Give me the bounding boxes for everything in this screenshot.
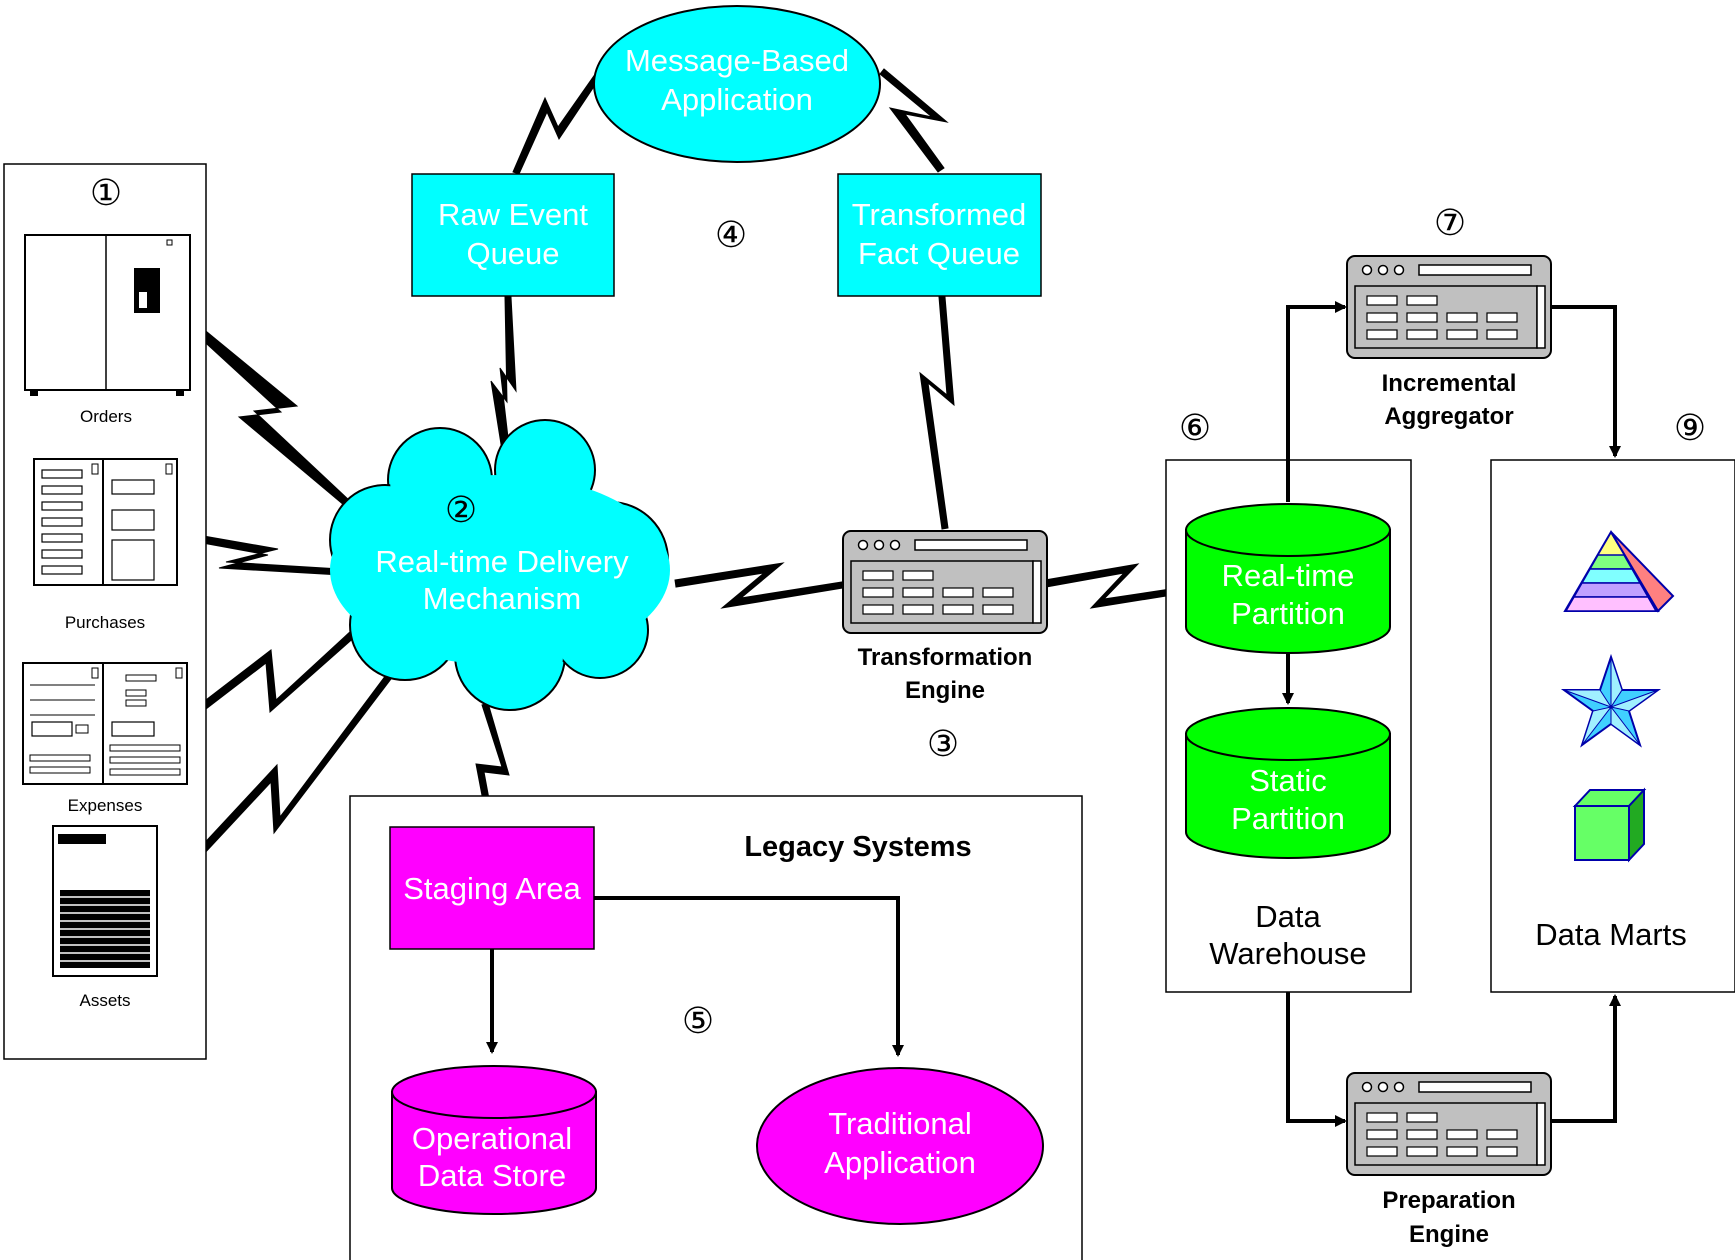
delivery-line1: Real-time Delivery [375, 544, 629, 579]
static-partition [1185, 707, 1391, 859]
delivery-line2: Mechanism [423, 581, 582, 616]
staging-area-label: Staging Area [403, 871, 581, 906]
transformation-engine-line2: Engine [905, 677, 985, 704]
warehouse-flow-arrows [1286, 301, 1621, 1127]
preparation-engine-line1: Preparation [1382, 1187, 1515, 1214]
pyramid-icon [1563, 530, 1675, 613]
ods-line2: Data Store [418, 1158, 566, 1193]
data-warehouse-line2: Warehouse [1209, 936, 1366, 971]
link-factqueue-messageapp [879, 68, 949, 173]
step-4-marker: ④ [715, 214, 747, 255]
traditional-application [756, 1067, 1044, 1225]
preparation-engine-line2: Engine [1409, 1221, 1489, 1248]
expenses-server-icon [22, 662, 188, 785]
link-orders-delivery [184, 317, 351, 507]
realtime-delivery-cloud-fill [330, 422, 670, 708]
transformation-engine-line1: Transformation [858, 644, 1033, 671]
step-2-marker: ② [445, 489, 477, 530]
incremental-aggregator-line1: Incremental [1382, 370, 1517, 397]
link-expenses-delivery [184, 629, 358, 723]
staging-area [389, 826, 595, 950]
transformation-engine-server-icon [842, 530, 1048, 634]
step-7-marker: ⑦ [1434, 202, 1466, 243]
incremental-aggregator-server-icon [1346, 255, 1552, 359]
legacy-flow-arrows [486, 896, 904, 1057]
link-factqueue-engine [919, 296, 955, 530]
purchases-server-icon [33, 458, 178, 586]
link-rawqueue-messageapp [512, 69, 604, 175]
raw-event-queue-line2: Queue [466, 236, 559, 271]
traditional-app-line1: Traditional [828, 1106, 972, 1141]
star-icon [1560, 653, 1662, 748]
step-1-marker: ① [90, 172, 122, 213]
realtime-partition [1185, 503, 1391, 654]
assets-server-icon [52, 825, 158, 977]
static-partition-line2: Partition [1231, 801, 1345, 836]
operational-data-store [391, 1065, 597, 1215]
purchases-label: Purchases [65, 613, 145, 632]
step-6-marker: ⑥ [1179, 407, 1211, 448]
traditional-app-line2: Application [824, 1145, 976, 1180]
static-partition-line1: Static [1249, 763, 1327, 798]
link-delivery-engine [674, 562, 844, 609]
raw-event-queue-line1: Raw Event [438, 197, 588, 232]
data-warehouse-line1: Data [1255, 899, 1321, 934]
orders-mainframe-icon [24, 234, 191, 396]
fact-queue-line1: Transformed [852, 197, 1027, 232]
incremental-aggregator-line2: Aggregator [1384, 403, 1513, 430]
cube-icon [1572, 787, 1647, 863]
raw-event-queue [411, 173, 615, 297]
preparation-engine-server-icon [1346, 1072, 1552, 1176]
realtime-partition-line1: Real-time [1222, 558, 1355, 593]
realtime-partition-line2: Partition [1231, 596, 1345, 631]
step-9-marker: ⑨ [1674, 407, 1706, 448]
step-3-marker: ③ [927, 723, 959, 764]
expenses-label: Expenses [68, 796, 143, 815]
transformed-fact-queue [837, 173, 1042, 297]
message-based-application [593, 5, 881, 163]
legacy-systems-title: Legacy Systems [744, 831, 971, 863]
link-engine-warehouse [1044, 563, 1186, 609]
message-app-line1: Message-Based [625, 43, 849, 78]
message-app-line2: Application [661, 82, 813, 117]
orders-label: Orders [80, 407, 132, 426]
fact-queue-line2: Fact Queue [858, 236, 1020, 271]
assets-label: Assets [79, 991, 130, 1010]
data-marts-label: Data Marts [1535, 917, 1687, 952]
step-5-marker: ⑤ [682, 1000, 714, 1041]
ods-line1: Operational [412, 1121, 572, 1156]
